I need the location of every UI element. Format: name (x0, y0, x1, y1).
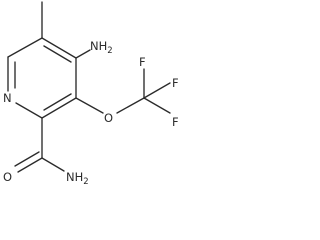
fluorine-1-label: F (139, 55, 146, 69)
bond-carbonyl-o-b (14, 151, 40, 167)
bond-c3-c2-inner (43, 93, 72, 111)
bond-carbonyl-amide-n (41, 157, 65, 172)
bond-c5-c4-inner (43, 45, 72, 63)
fluorine-2-label: F (172, 76, 179, 90)
amino-label: NH2 (90, 39, 113, 56)
ring-n-label: N (3, 91, 12, 105)
bond-c4-amino (75, 49, 91, 59)
fluorine-3-label: F (172, 115, 179, 129)
ether-o-label: O (104, 111, 113, 125)
carbonyl-o-label: O (3, 170, 12, 184)
bond-c6-c5 (7, 37, 43, 58)
bond-c3-ether-o (75, 97, 104, 114)
bond-c5-c4 (41, 37, 77, 59)
bond-ether-o-cf3 (116, 97, 145, 114)
bond-c3-c2 (41, 97, 77, 119)
pyridine-ring (7, 37, 77, 119)
molecule-structure: NH2 N O F F F O NH2 (3, 1, 179, 187)
bond-cf3-f2 (143, 82, 171, 99)
amide-nh2-label: NH2 (66, 170, 89, 187)
bond-cf3-f3 (143, 97, 171, 114)
bond-carbonyl-o-a (17, 157, 43, 173)
bond-c2-n1 (15, 102, 43, 119)
